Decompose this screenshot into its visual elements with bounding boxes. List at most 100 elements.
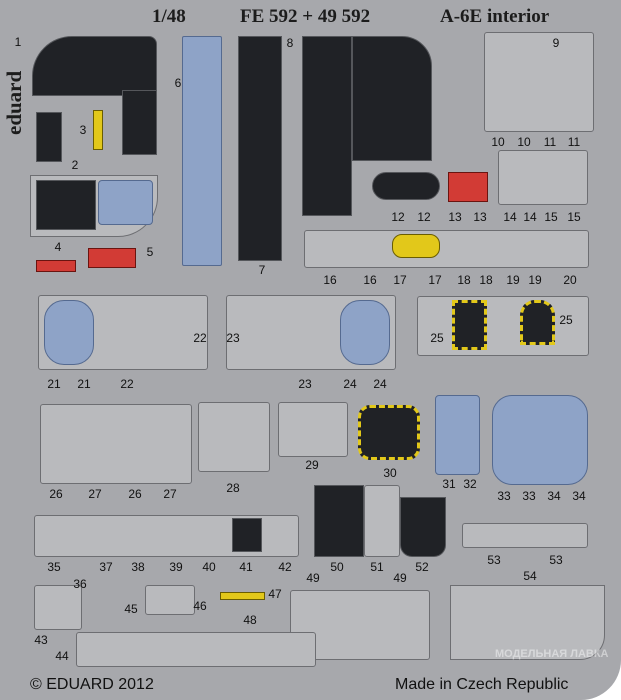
part-number-label: 25 [430, 331, 444, 345]
part-51 [364, 485, 400, 557]
part-52 [400, 497, 446, 557]
part-6-console [182, 36, 222, 266]
part-number-label: 6 [174, 76, 182, 90]
part-13 [448, 172, 488, 202]
part-number-label: 5 [146, 245, 154, 259]
part-number-label: 48 [243, 613, 257, 627]
part-12 [372, 172, 440, 200]
part-54 [450, 585, 605, 660]
parts-31-32 [435, 395, 480, 475]
part-number-label: 19 [506, 273, 520, 287]
part-number-label: 23 [226, 331, 240, 345]
part-number-label: 44 [55, 649, 69, 663]
part-47 [220, 592, 265, 600]
part-41 [232, 518, 262, 552]
part-number-label: 31 [442, 477, 456, 491]
part-number-label: 3 [79, 123, 87, 137]
part-number-label: 28 [226, 481, 240, 495]
part-number-label: 54 [523, 569, 537, 583]
part-number-label: 13 [448, 210, 462, 224]
part-44 [76, 632, 316, 667]
part-number-label: 34 [547, 489, 561, 503]
part-number-label: 14 [523, 210, 537, 224]
part-number-label: 24 [343, 377, 357, 391]
part-number-label: 43 [34, 633, 48, 647]
part-25-harness-2 [520, 300, 555, 345]
part-number-label: 1 [14, 35, 22, 49]
part-4 [36, 260, 76, 272]
product-code: FE 592 + 49 592 [240, 6, 371, 27]
part-number-label: 46 [193, 599, 207, 613]
part-5 [88, 248, 136, 268]
part-number-label: 21 [47, 377, 61, 391]
part-46 [145, 585, 195, 615]
made-in: Made in Czech Republic [395, 676, 569, 693]
part-30 [358, 405, 420, 460]
parts-16-20-strip [304, 230, 589, 268]
brand-logo: eduard [2, 70, 26, 135]
part-number-label: 17 [428, 273, 442, 287]
part-number-label: 32 [463, 477, 477, 491]
part-1-lower [122, 90, 157, 155]
part-2-gauges [36, 180, 96, 230]
part-53 [462, 523, 588, 548]
part-21 [44, 300, 94, 365]
part-number-label: 22 [193, 331, 207, 345]
part-number-label: 36 [73, 577, 87, 591]
part-number-label: 38 [131, 560, 145, 574]
part-number-label: 27 [163, 487, 177, 501]
product-title: A-6E interior [440, 6, 550, 27]
part-number-label: 47 [268, 587, 282, 601]
part-7-console [238, 36, 282, 261]
part-number-label: 49 [393, 571, 407, 585]
part-number-label: 40 [202, 560, 216, 574]
part-50 [314, 485, 364, 557]
part-2-panel [36, 112, 62, 162]
part-number-label: 33 [522, 489, 536, 503]
part-number-label: 29 [305, 458, 319, 472]
part-number-label: 23 [298, 377, 312, 391]
watermark: МОДЕЛЬНАЯ ЛАВКА [495, 648, 609, 660]
part-number-label: 35 [47, 560, 61, 574]
part-number-label: 24 [373, 377, 387, 391]
part-number-label: 27 [88, 487, 102, 501]
part-number-label: 11 [567, 135, 581, 149]
part-number-label: 39 [169, 560, 183, 574]
part-number-label: 9 [552, 36, 560, 50]
part-43 [34, 585, 82, 630]
part-number-label: 42 [278, 560, 292, 574]
part-25-harness [452, 300, 487, 350]
part-number-label: 33 [497, 489, 511, 503]
copyright: © EDUARD 2012 [30, 676, 154, 693]
part-number-label: 17 [393, 273, 407, 287]
part-number-label: 45 [124, 602, 138, 616]
part-28 [198, 402, 270, 472]
part-number-label: 22 [120, 377, 134, 391]
part-number-label: 30 [383, 466, 397, 480]
part-number-label: 10 [491, 135, 505, 149]
part-number-label: 16 [323, 273, 337, 287]
part-number-label: 25 [559, 313, 573, 327]
part-number-label: 10 [517, 135, 531, 149]
part-number-label: 52 [415, 560, 429, 574]
part-number-label: 50 [330, 560, 344, 574]
parts-26-27 [40, 404, 192, 484]
part-3 [93, 110, 103, 150]
part-number-label: 12 [417, 210, 431, 224]
part-number-label: 26 [49, 487, 63, 501]
part-number-label: 7 [258, 263, 266, 277]
part-number-label: 15 [567, 210, 581, 224]
parts-33-34 [492, 395, 588, 485]
parts-14-15 [498, 150, 588, 205]
part-number-label: 15 [544, 210, 558, 224]
part-number-label: 53 [549, 553, 563, 567]
part-number-label: 4 [54, 240, 62, 254]
part-24 [340, 300, 390, 365]
part-9-panel [352, 36, 432, 161]
part-2-blue [98, 180, 153, 225]
part-number-label: 18 [457, 273, 471, 287]
scale-label: 1/48 [152, 6, 186, 27]
part-number-label: 12 [391, 210, 405, 224]
parts-10-11 [484, 32, 594, 132]
